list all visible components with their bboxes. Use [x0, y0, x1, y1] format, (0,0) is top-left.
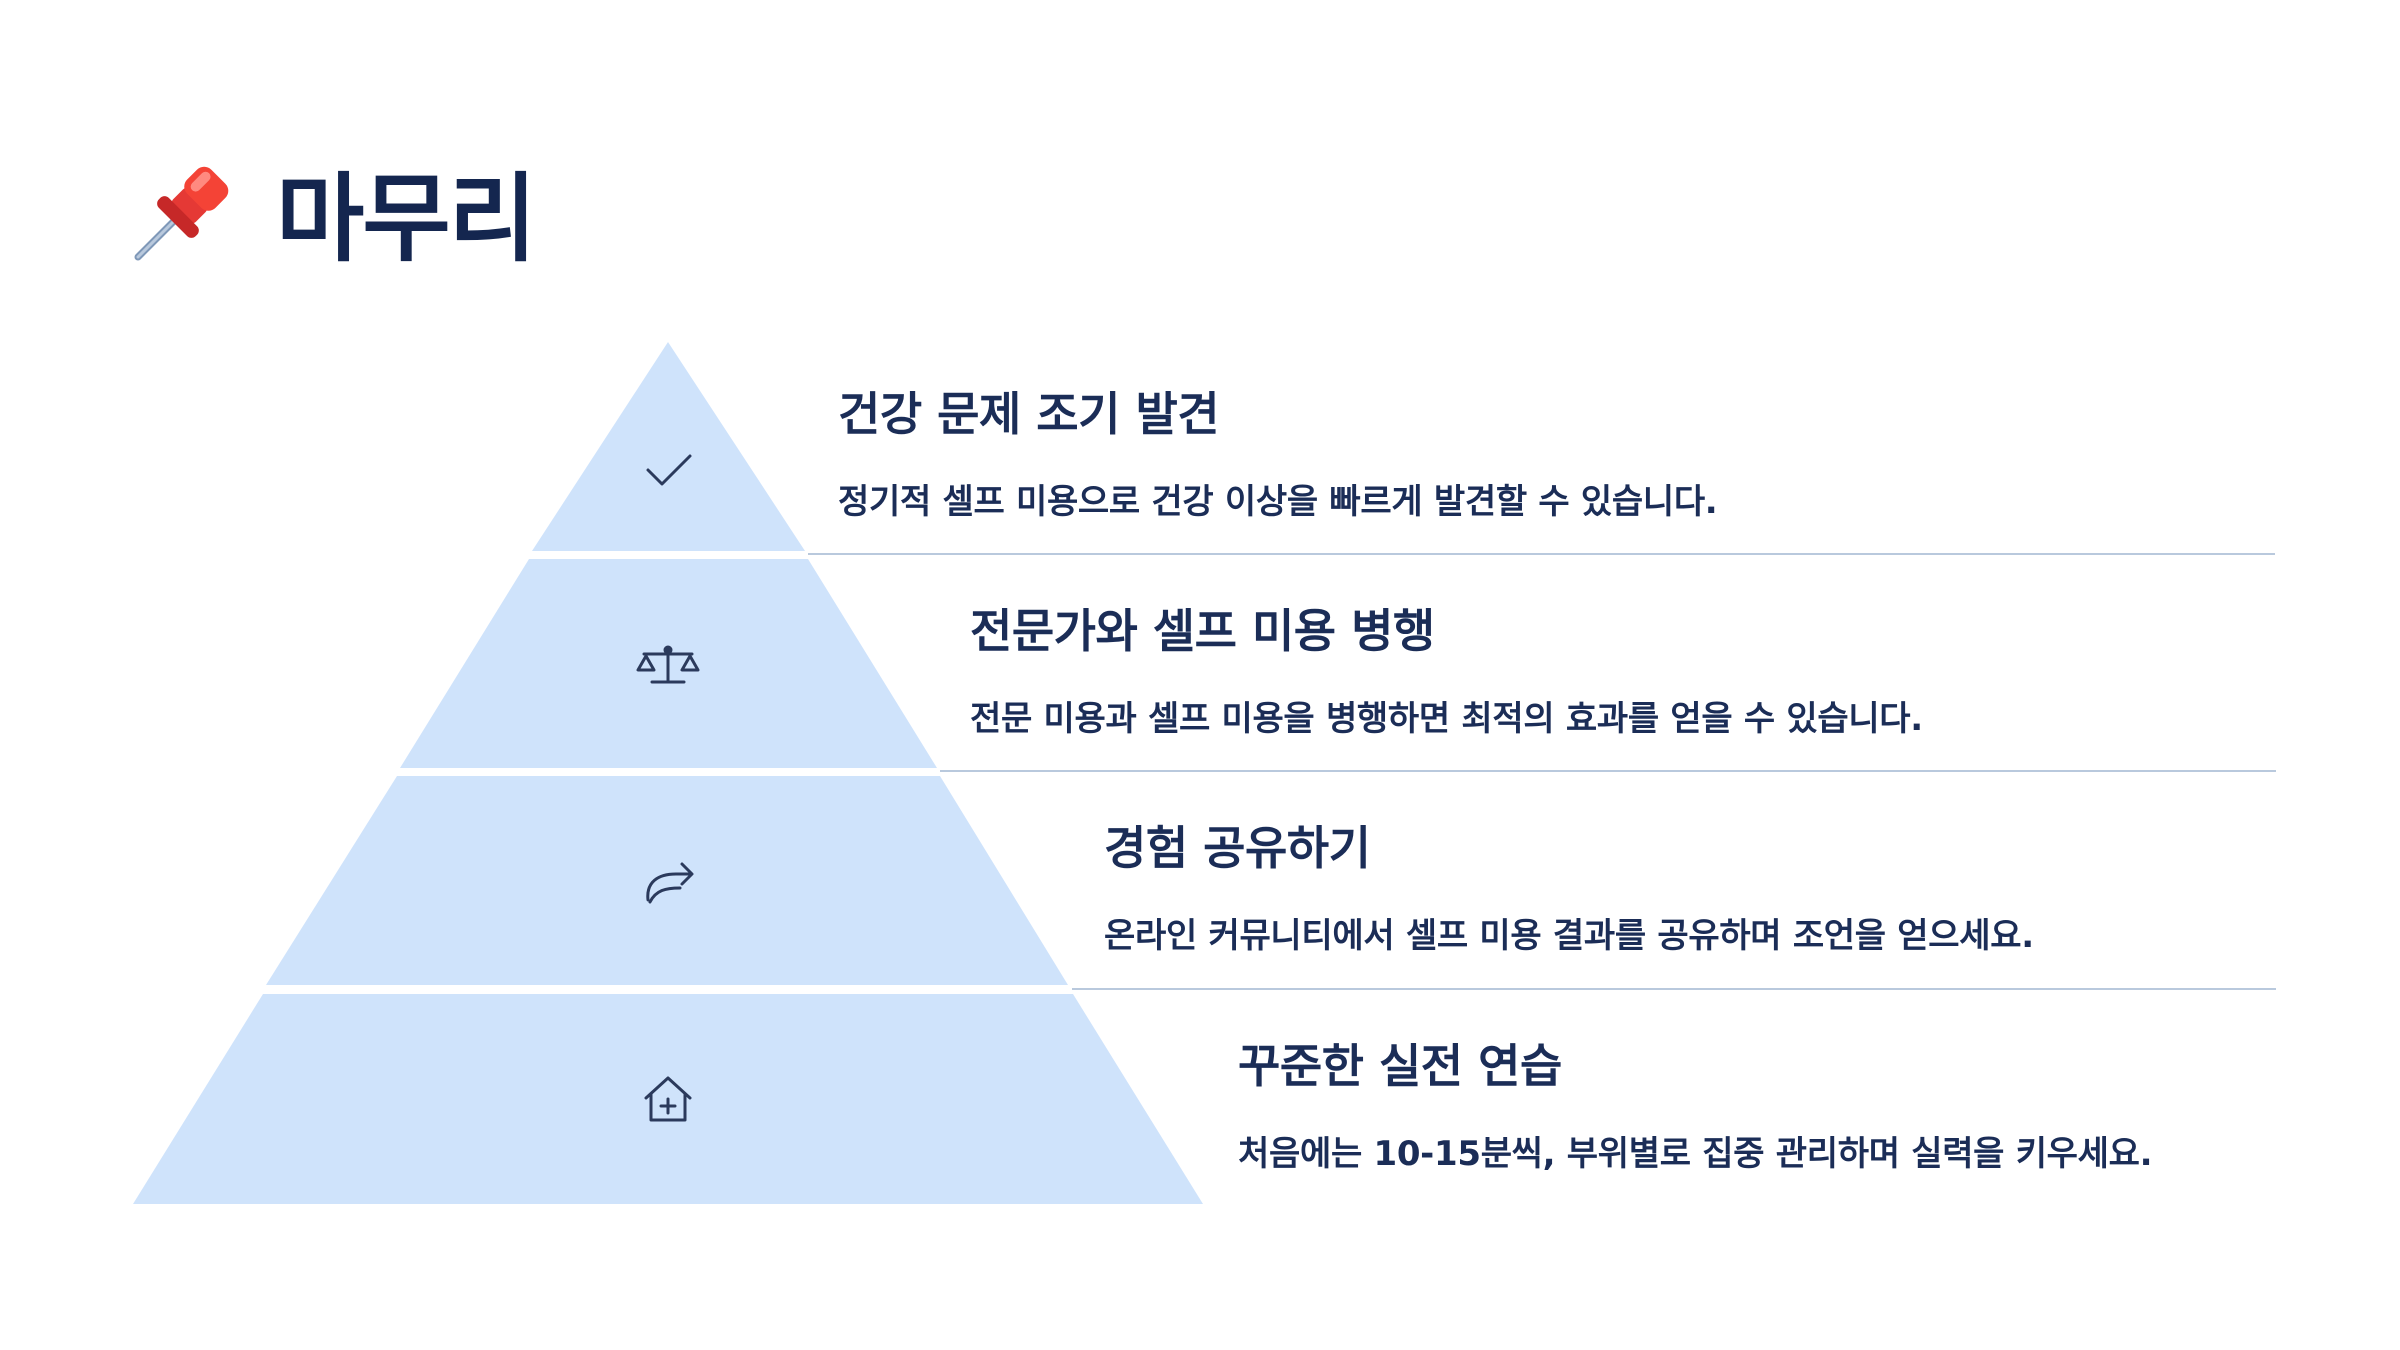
pyramid-tier-3 — [266, 776, 1068, 985]
tier-2-divider — [940, 770, 2276, 772]
tier-3-text: 경험 공유하기 온라인 커뮤니티에서 셀프 미용 결과를 공유하며 조언을 얻으… — [1104, 812, 2034, 957]
scale-icon — [636, 645, 700, 684]
tier-2-description: 전문 미용과 셀프 미용을 병행하면 최적의 효과를 얻을 수 있습니다. — [970, 699, 1923, 739]
tier-3-description: 온라인 커뮤니티에서 셀프 미용 결과를 공유하며 조언을 얻으세요. — [1104, 916, 2034, 956]
page-title: 마무리 — [276, 162, 537, 275]
tier-2-heading: 전문가와 셀프 미용 병행 — [970, 604, 1435, 658]
tier-4-heading: 꾸준한 실전 연습 — [1238, 1039, 1562, 1093]
tier-3-divider — [1072, 988, 2276, 990]
share-arrow-icon — [646, 862, 694, 904]
tier-1-description: 정기적 셀프 미용으로 건강 이상을 빠르게 발견할 수 있습니다. — [838, 482, 1718, 522]
tier-1-divider — [808, 553, 2275, 555]
slide-header: 마무리 — [130, 150, 537, 275]
tier-4-text: 꾸준한 실전 연습 처음에는 10-15분씩, 부위별로 집중 관리하며 실력을… — [1238, 1030, 2153, 1175]
tier-3-heading: 경험 공유하기 — [1104, 821, 1371, 875]
pyramid-tier-1 — [532, 342, 805, 551]
pushpin-icon — [134, 166, 229, 261]
check-icon — [646, 454, 692, 486]
tier-4-description: 처음에는 10-15분씩, 부위별로 집중 관리하며 실력을 키우세요. — [1238, 1134, 2153, 1174]
tier-1-heading: 건강 문제 조기 발견 — [838, 387, 1220, 441]
house-medical-icon — [644, 1076, 692, 1122]
tier-2-text: 전문가와 셀프 미용 병행 전문 미용과 셀프 미용을 병행하면 최적의 효과를… — [970, 595, 1923, 740]
tier-1-text: 건강 문제 조기 발견 정기적 셀프 미용으로 건강 이상을 빠르게 발견할 수… — [838, 378, 1718, 523]
